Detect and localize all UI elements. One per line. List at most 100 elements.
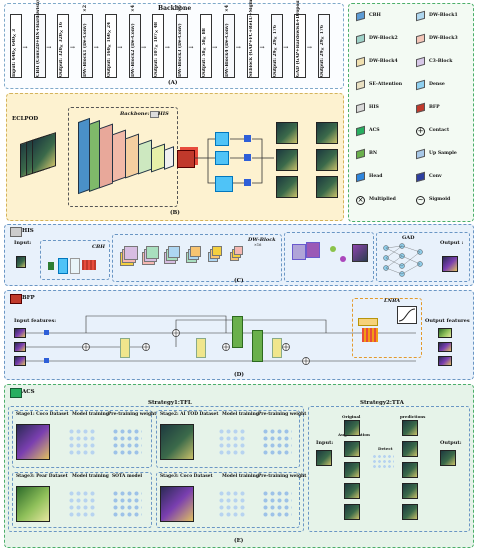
arrow-icon: → [283, 44, 289, 51]
dw-feature-cell [212, 246, 222, 256]
arrow-icon: → [235, 44, 241, 51]
bfp-bn-2 [252, 330, 263, 362]
arrow-icon: → [164, 44, 170, 51]
tta-predictions-label: predictions [400, 414, 426, 419]
lnba-block [358, 318, 378, 326]
backbone-block-9: Output: 58×58×88 [199, 14, 212, 78]
stage4-weight [262, 490, 292, 518]
detect-output-2 [276, 149, 298, 171]
backbone-block-text: Output: 320×320×16 [59, 22, 65, 77]
backbone-block-7: Output: 107×107×48 [152, 14, 165, 78]
backbone-block-text: DW-Block2 (De-Conv) [130, 23, 136, 77]
backbone-block-text: CBH (Conv2D+BN+Hardswish) [35, 0, 41, 77]
bfp-c3-2 [196, 338, 206, 358]
se-output-stack [352, 244, 368, 262]
contact-icon: + [416, 127, 425, 136]
stage1-weight [112, 428, 142, 456]
legend-label: DW-Block3 [429, 36, 458, 41]
stage3-sota-model [112, 490, 142, 518]
tta-output-label: Output: [440, 440, 462, 446]
panel-b-label: (B) [170, 210, 180, 216]
backbone-block-text: SEblock (GAP+FC+ReLU+Sigmoid) [249, 0, 254, 77]
stage4-label: Stage3: Coco Dataset [160, 474, 213, 479]
block-multiplier: ×4 [130, 5, 136, 12]
legend-label: Sigmoid [429, 197, 451, 202]
detect-output-4 [316, 122, 338, 144]
stage2-box [156, 410, 300, 468]
tta-prediction-image [402, 441, 418, 457]
his-tag-c: HIS [22, 228, 34, 234]
stage2-label: Stage2: AI TOD Dataset [160, 412, 219, 417]
bfp-tag-d: BFP [22, 295, 35, 301]
backbone-block-4: DW-Block1 (De-Conv) [81, 14, 94, 78]
backbone-block-2: CBH (Conv2D+BN+Hardswish) [33, 0, 46, 78]
tta-output-image [440, 450, 456, 466]
his-input-label: Input: [14, 240, 32, 246]
arrow-icon: → [117, 44, 123, 51]
legend-label: SE-Attention [369, 82, 403, 87]
stage2-network [218, 428, 246, 456]
tta-augment-image [344, 420, 360, 436]
backbone-block-text: GAD (GAP+Hardswish+Dropout) [296, 0, 302, 77]
bfp-input-1 [14, 328, 26, 338]
panel-a-backbone [4, 3, 344, 89]
tta-prediction-image [402, 420, 418, 436]
legend-label: Conv [429, 174, 442, 179]
legend-label: BFP [429, 105, 440, 110]
gad-label: GAD [402, 235, 415, 241]
cbh-label: CBH [92, 244, 105, 250]
legend-label: C3-Block [429, 59, 453, 64]
cbh-block-c [70, 258, 80, 274]
head-box-bottom [244, 179, 251, 186]
eclpod-title: ECLPOD [12, 116, 39, 122]
lnba-label: LNBA [384, 298, 401, 304]
block-multiplier: ×2 [83, 5, 89, 12]
bfp-input-3 [14, 356, 26, 366]
stage4-model-training: Model training [222, 474, 259, 479]
layer-dw3b-block [125, 133, 139, 179]
stage4-box [156, 472, 300, 528]
backbone-block-5: Output: 160×160×24 [104, 14, 117, 78]
arrow-icon: → [306, 44, 312, 51]
cbh-block-b [58, 258, 68, 274]
backbone-block-text: DW-Block3 (De-Conv) [177, 23, 183, 77]
se-circle-2 [340, 256, 346, 262]
multiplied-icon: × [356, 196, 365, 205]
dw-block-region [112, 234, 282, 282]
bfp-output-3 [438, 356, 452, 366]
arrow-icon: → [212, 44, 218, 51]
tta-detect-network [372, 454, 394, 470]
detect-output-5 [316, 149, 338, 171]
strategy1-region [8, 406, 304, 532]
his-output-label: Output : [440, 240, 464, 246]
tta-input-label: Input: [316, 440, 334, 446]
head-box-top [244, 135, 251, 142]
detect-output-3 [276, 176, 298, 198]
backbone-block-text: Output: 29×29×176 [320, 25, 326, 77]
detect-output-1 [276, 122, 298, 144]
legend-label: ACS [369, 128, 380, 133]
bfp-conv-1 [44, 330, 49, 335]
stage3-box [12, 472, 152, 528]
bfp-output-label: Output features [425, 318, 470, 324]
panel-e-acs [4, 384, 474, 548]
bfp-output-2 [438, 342, 452, 352]
panel-a-label: (A) [168, 80, 178, 86]
strategy2-region [308, 406, 470, 532]
bfp-input-2 [14, 342, 26, 352]
legend-label: Head [369, 174, 383, 179]
stage4-pretrain: Pre-training weight [258, 474, 307, 479]
his-output-image [442, 256, 458, 272]
tta-augment-image [344, 483, 360, 499]
backbone-block-8: DW-Block3 (De-Conv) [175, 14, 188, 78]
dw-block-label: DW-Block [248, 237, 276, 243]
legend-label: Contact [429, 128, 450, 133]
backbone-block-1: Input: 640×640×3 [10, 14, 22, 78]
stage2-images [160, 424, 194, 460]
bfp-tag-icon [10, 294, 22, 304]
backbone-block-13: GAD (GAP+Hardswish+Dropout) [294, 0, 307, 78]
tta-augment-image [344, 504, 360, 520]
backbone-block-text: DW-Block1 (De-Conv) [83, 23, 89, 77]
stage4-images [160, 486, 194, 522]
backbone-title: Backbone [158, 5, 192, 12]
